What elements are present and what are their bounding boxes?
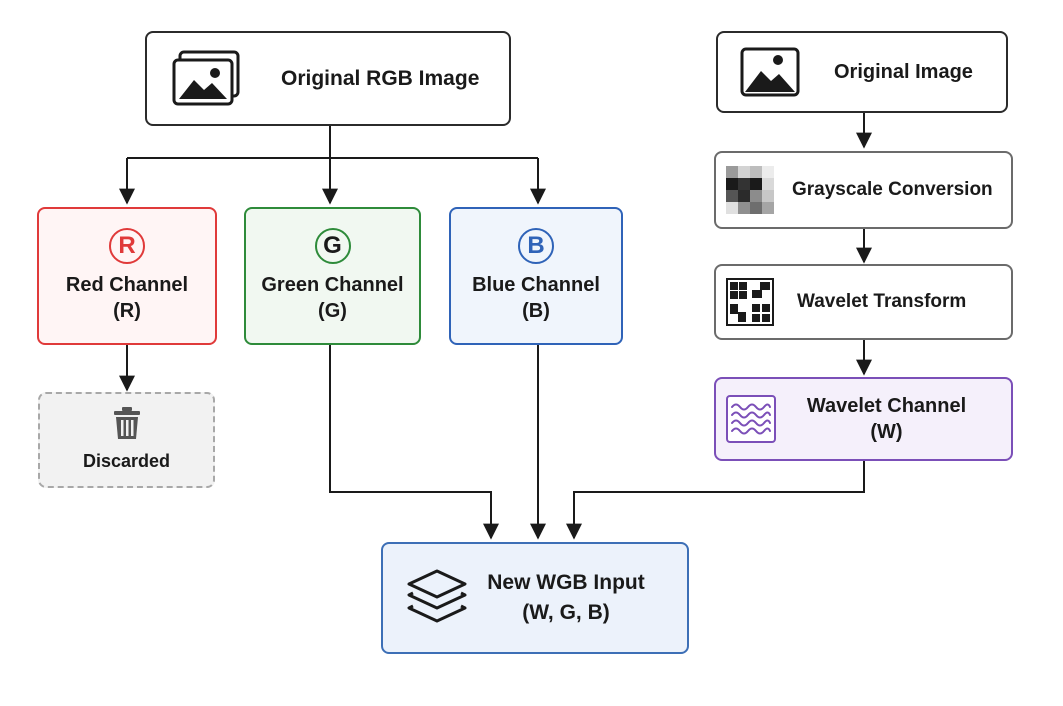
red-channel-node: R Red Channel (R) xyxy=(37,207,217,345)
red-channel-sub: (R) xyxy=(113,300,141,322)
grayscale-conversion-node: Grayscale Conversion xyxy=(714,151,1013,229)
original-image-label: Original Image xyxy=(834,61,973,83)
wavelet-channel-node: Wavelet Channel (W) xyxy=(714,377,1013,461)
edge-wchannel-to-wgb xyxy=(566,461,865,540)
wavelet-channel-text: Wavelet Channel (W) xyxy=(776,393,1011,445)
original-rgb-image-label: Original RGB Image xyxy=(281,66,480,90)
layers-icon xyxy=(407,569,467,623)
original-image-node: Original Image xyxy=(716,31,1008,113)
red-letter-badge: R xyxy=(109,228,145,264)
wavelet-transform-node: Wavelet Transform xyxy=(714,264,1013,340)
image-stack-icon xyxy=(172,50,240,105)
blue-channel-label: Blue Channel xyxy=(472,274,600,296)
blue-channel-sub: (B) xyxy=(522,300,550,322)
wavelet-transform-label: Wavelet Transform xyxy=(797,291,967,312)
original-rgb-image-node: Original RGB Image xyxy=(145,31,511,126)
wave-icon xyxy=(726,395,776,443)
trash-icon xyxy=(113,407,140,439)
image-icon xyxy=(740,47,800,97)
blue-letter-badge: B xyxy=(518,228,554,264)
green-channel-sub: (G) xyxy=(318,300,347,322)
new-wgb-input-label: New WGB Input xyxy=(487,571,645,594)
grayscale-grid-icon xyxy=(726,166,774,214)
grayscale-conversion-label: Grayscale Conversion xyxy=(792,179,993,200)
wavelet-grid-icon xyxy=(726,278,774,326)
green-channel-label: Green Channel xyxy=(261,274,404,296)
red-channel-label: Red Channel xyxy=(65,274,189,296)
wavelet-channel-sub: (W) xyxy=(870,421,903,443)
edge-green-to-wgb xyxy=(329,345,499,540)
new-wgb-input-node: New WGB Input (W, G, B) xyxy=(381,542,689,654)
blue-channel-node: B Blue Channel (B) xyxy=(449,207,623,345)
green-letter-badge: G xyxy=(314,228,351,264)
wavelet-channel-label: Wavelet Channel xyxy=(806,395,967,417)
new-wgb-input-sub: (W, G, B) xyxy=(522,601,610,624)
new-wgb-input-text: New WGB Input (W, G, B) xyxy=(469,568,687,628)
green-channel-node: G Green Channel (G) xyxy=(244,207,421,345)
discarded-label: Discarded xyxy=(82,451,171,471)
discarded-node: Discarded xyxy=(38,392,215,488)
